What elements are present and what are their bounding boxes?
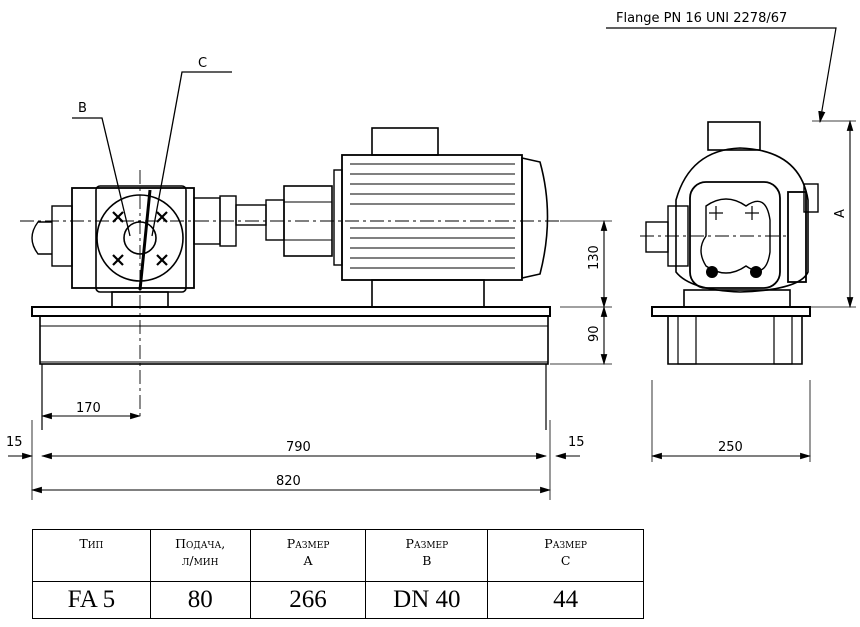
- dim-820: 820: [276, 474, 301, 489]
- end-view-motor: [675, 147, 809, 293]
- spec-table-value-row: FA 5 80 266 DN 40 44: [32, 581, 644, 619]
- label-c: C: [198, 56, 207, 71]
- dim-130: 130: [587, 245, 602, 270]
- terminal-box: [371, 127, 439, 156]
- cell-flow: 80: [149, 581, 251, 619]
- base-frame: [39, 315, 549, 365]
- motor-fan-cover: [521, 157, 549, 279]
- label-b: B: [78, 101, 87, 116]
- technical-drawing: Flange PN 16 UNI 2278/67 B C A 130 90 17…: [6, 11, 856, 500]
- dim-790: 790: [286, 440, 311, 455]
- dim-15-right: 15: [568, 435, 585, 450]
- motor-foot: [371, 279, 485, 308]
- cell-size-b: DN 40: [365, 581, 489, 619]
- centerlines: [20, 170, 560, 420]
- label-a: A: [833, 209, 848, 218]
- header-cell: Подача,л/мин: [149, 529, 251, 582]
- end-view: [606, 27, 837, 365]
- side-view: [31, 71, 551, 430]
- pump-body: [71, 187, 195, 289]
- dimension-lines: [8, 119, 856, 500]
- dim-90: 90: [587, 325, 602, 342]
- dim-250: 250: [718, 440, 743, 455]
- cell-type: FA 5: [32, 581, 151, 619]
- header-cell: Тип: [32, 529, 151, 582]
- base-plate: [31, 306, 551, 317]
- end-view-pump: [689, 181, 781, 289]
- cell-size-a: 266: [249, 581, 367, 619]
- dim-170: 170: [76, 401, 101, 416]
- flange-note: Flange PN 16 UNI 2278/67: [616, 11, 787, 26]
- dim-15-left: 15: [6, 435, 23, 450]
- cell-size-c: 44: [487, 581, 644, 619]
